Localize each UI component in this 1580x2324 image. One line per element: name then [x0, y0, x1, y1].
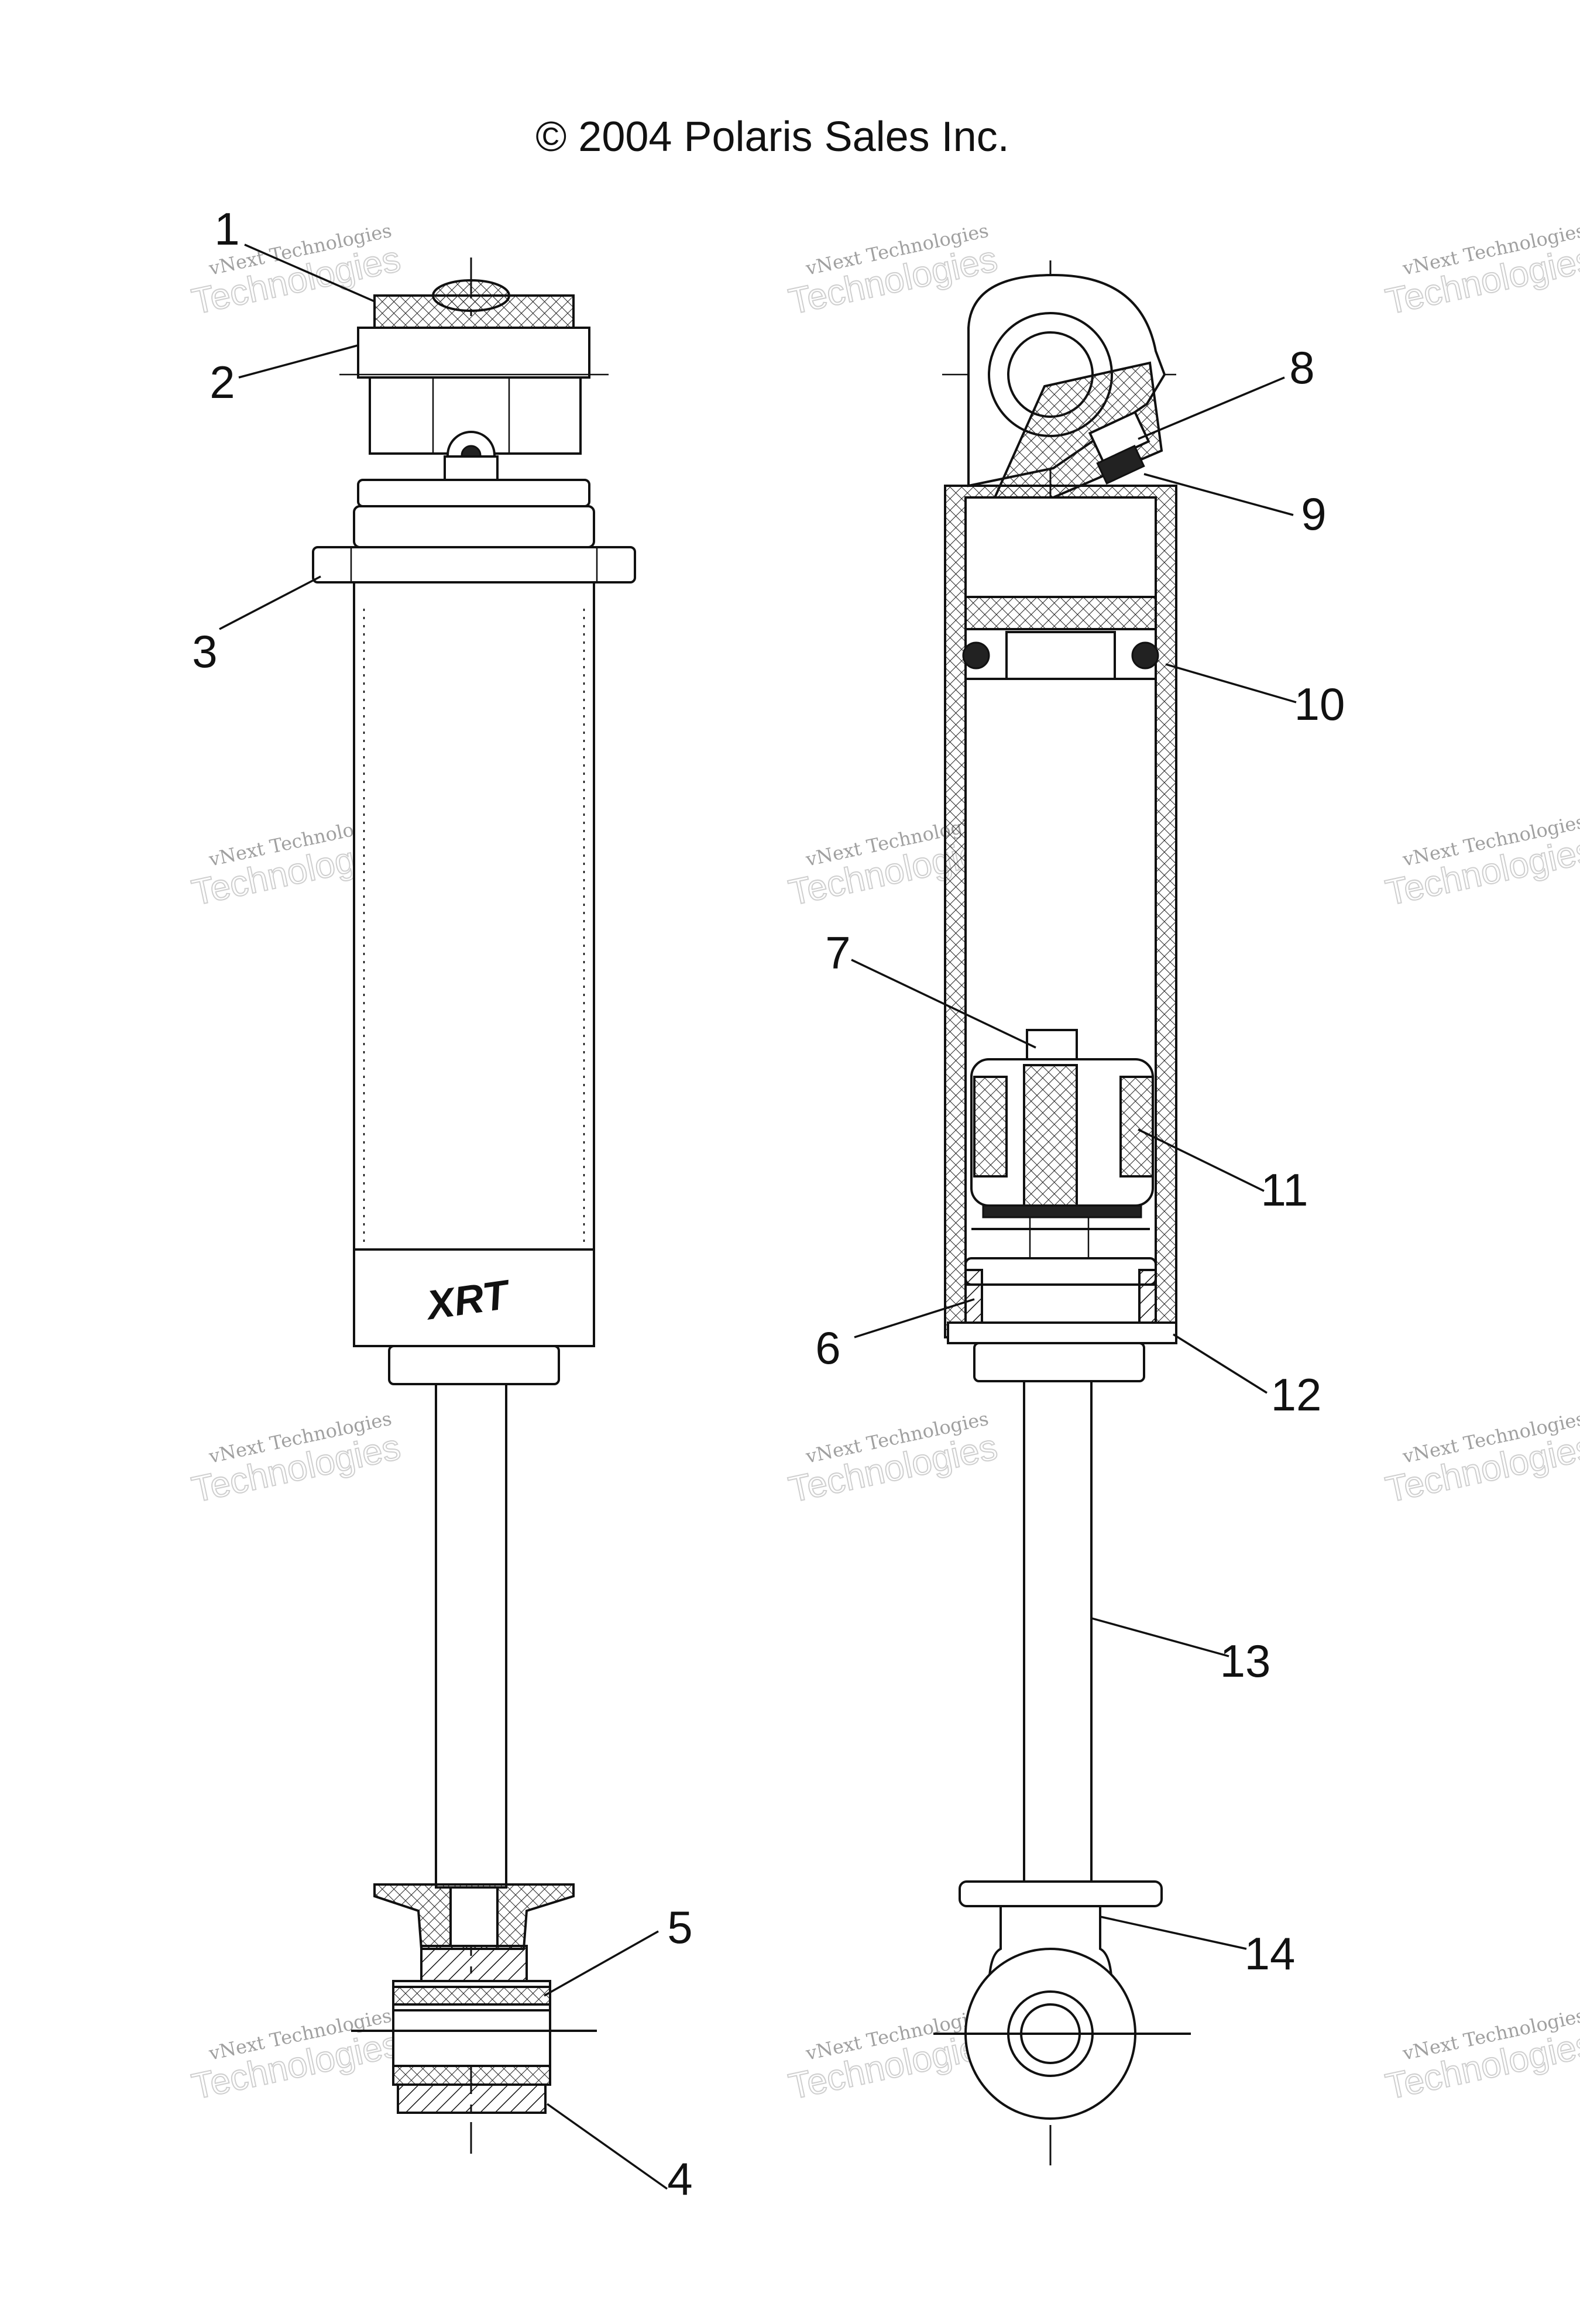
watermark: vNext Technologies Technologies — [785, 1408, 1001, 1511]
valve-core-part-9 — [1096, 444, 1145, 485]
callout-8: 8 — [1289, 342, 1314, 393]
callout-10: 10 — [1294, 678, 1345, 730]
leader-lines — [219, 243, 1297, 2190]
watermark: vNext Technologies Technologies — [188, 1408, 404, 1511]
callout-labels: 1 2 3 4 5 6 7 8 9 10 11 12 13 14 — [192, 203, 1345, 2205]
callout-14: 14 — [1245, 1928, 1296, 1979]
bushing-part-4 — [392, 2065, 551, 2086]
eyelet-housing-part-2 — [357, 327, 590, 379]
ring-nut-part-3 — [312, 546, 636, 583]
callout-9: 9 — [1301, 488, 1326, 540]
copyright-title: © 2004 Polaris Sales Inc. — [535, 114, 1009, 160]
watermark: vNext Technologies Technologies — [785, 219, 1001, 323]
spring-seat-part-14 — [959, 1880, 1163, 1907]
callout-6: 6 — [815, 1322, 840, 1374]
callout-2: 2 — [209, 356, 235, 408]
watermark: vNext Technologies Technologies — [1382, 2004, 1580, 2108]
callout-13: 13 — [1220, 1635, 1271, 1687]
callout-3: 3 — [192, 626, 217, 677]
callout-11: 11 — [1261, 1164, 1308, 1216]
shock-body — [353, 581, 595, 1251]
shaft-part-13 — [1023, 1380, 1093, 1886]
callout-7: 7 — [825, 927, 850, 979]
watermark: vNext Technologies Technologies — [188, 2004, 404, 2108]
top-cap-dome — [432, 279, 510, 312]
callout-12: 12 — [1271, 1369, 1322, 1420]
watermark: vNext Technologies Technologies — [1382, 219, 1580, 323]
callout-1: 1 — [214, 203, 239, 255]
right-shock-cutaway — [933, 260, 1191, 2165]
o-ring-part-10 — [962, 641, 990, 670]
left-shock-exterior: XRT — [312, 258, 636, 2154]
watermark: vNext Technologies Technologies — [1382, 1408, 1580, 1511]
piston-nut-part-7 — [1026, 1029, 1078, 1060]
bottom-eyelet — [392, 2009, 551, 2067]
callout-4: 4 — [667, 2153, 692, 2205]
watermark: vNext Technologies Technologies — [1382, 811, 1580, 914]
floating-piston — [964, 596, 1157, 630]
shaft — [435, 1383, 507, 1889]
callout-5: 5 — [667, 1901, 692, 1953]
cap-part-12 — [947, 1321, 1177, 1344]
bushing-part-5 — [392, 1986, 551, 2006]
